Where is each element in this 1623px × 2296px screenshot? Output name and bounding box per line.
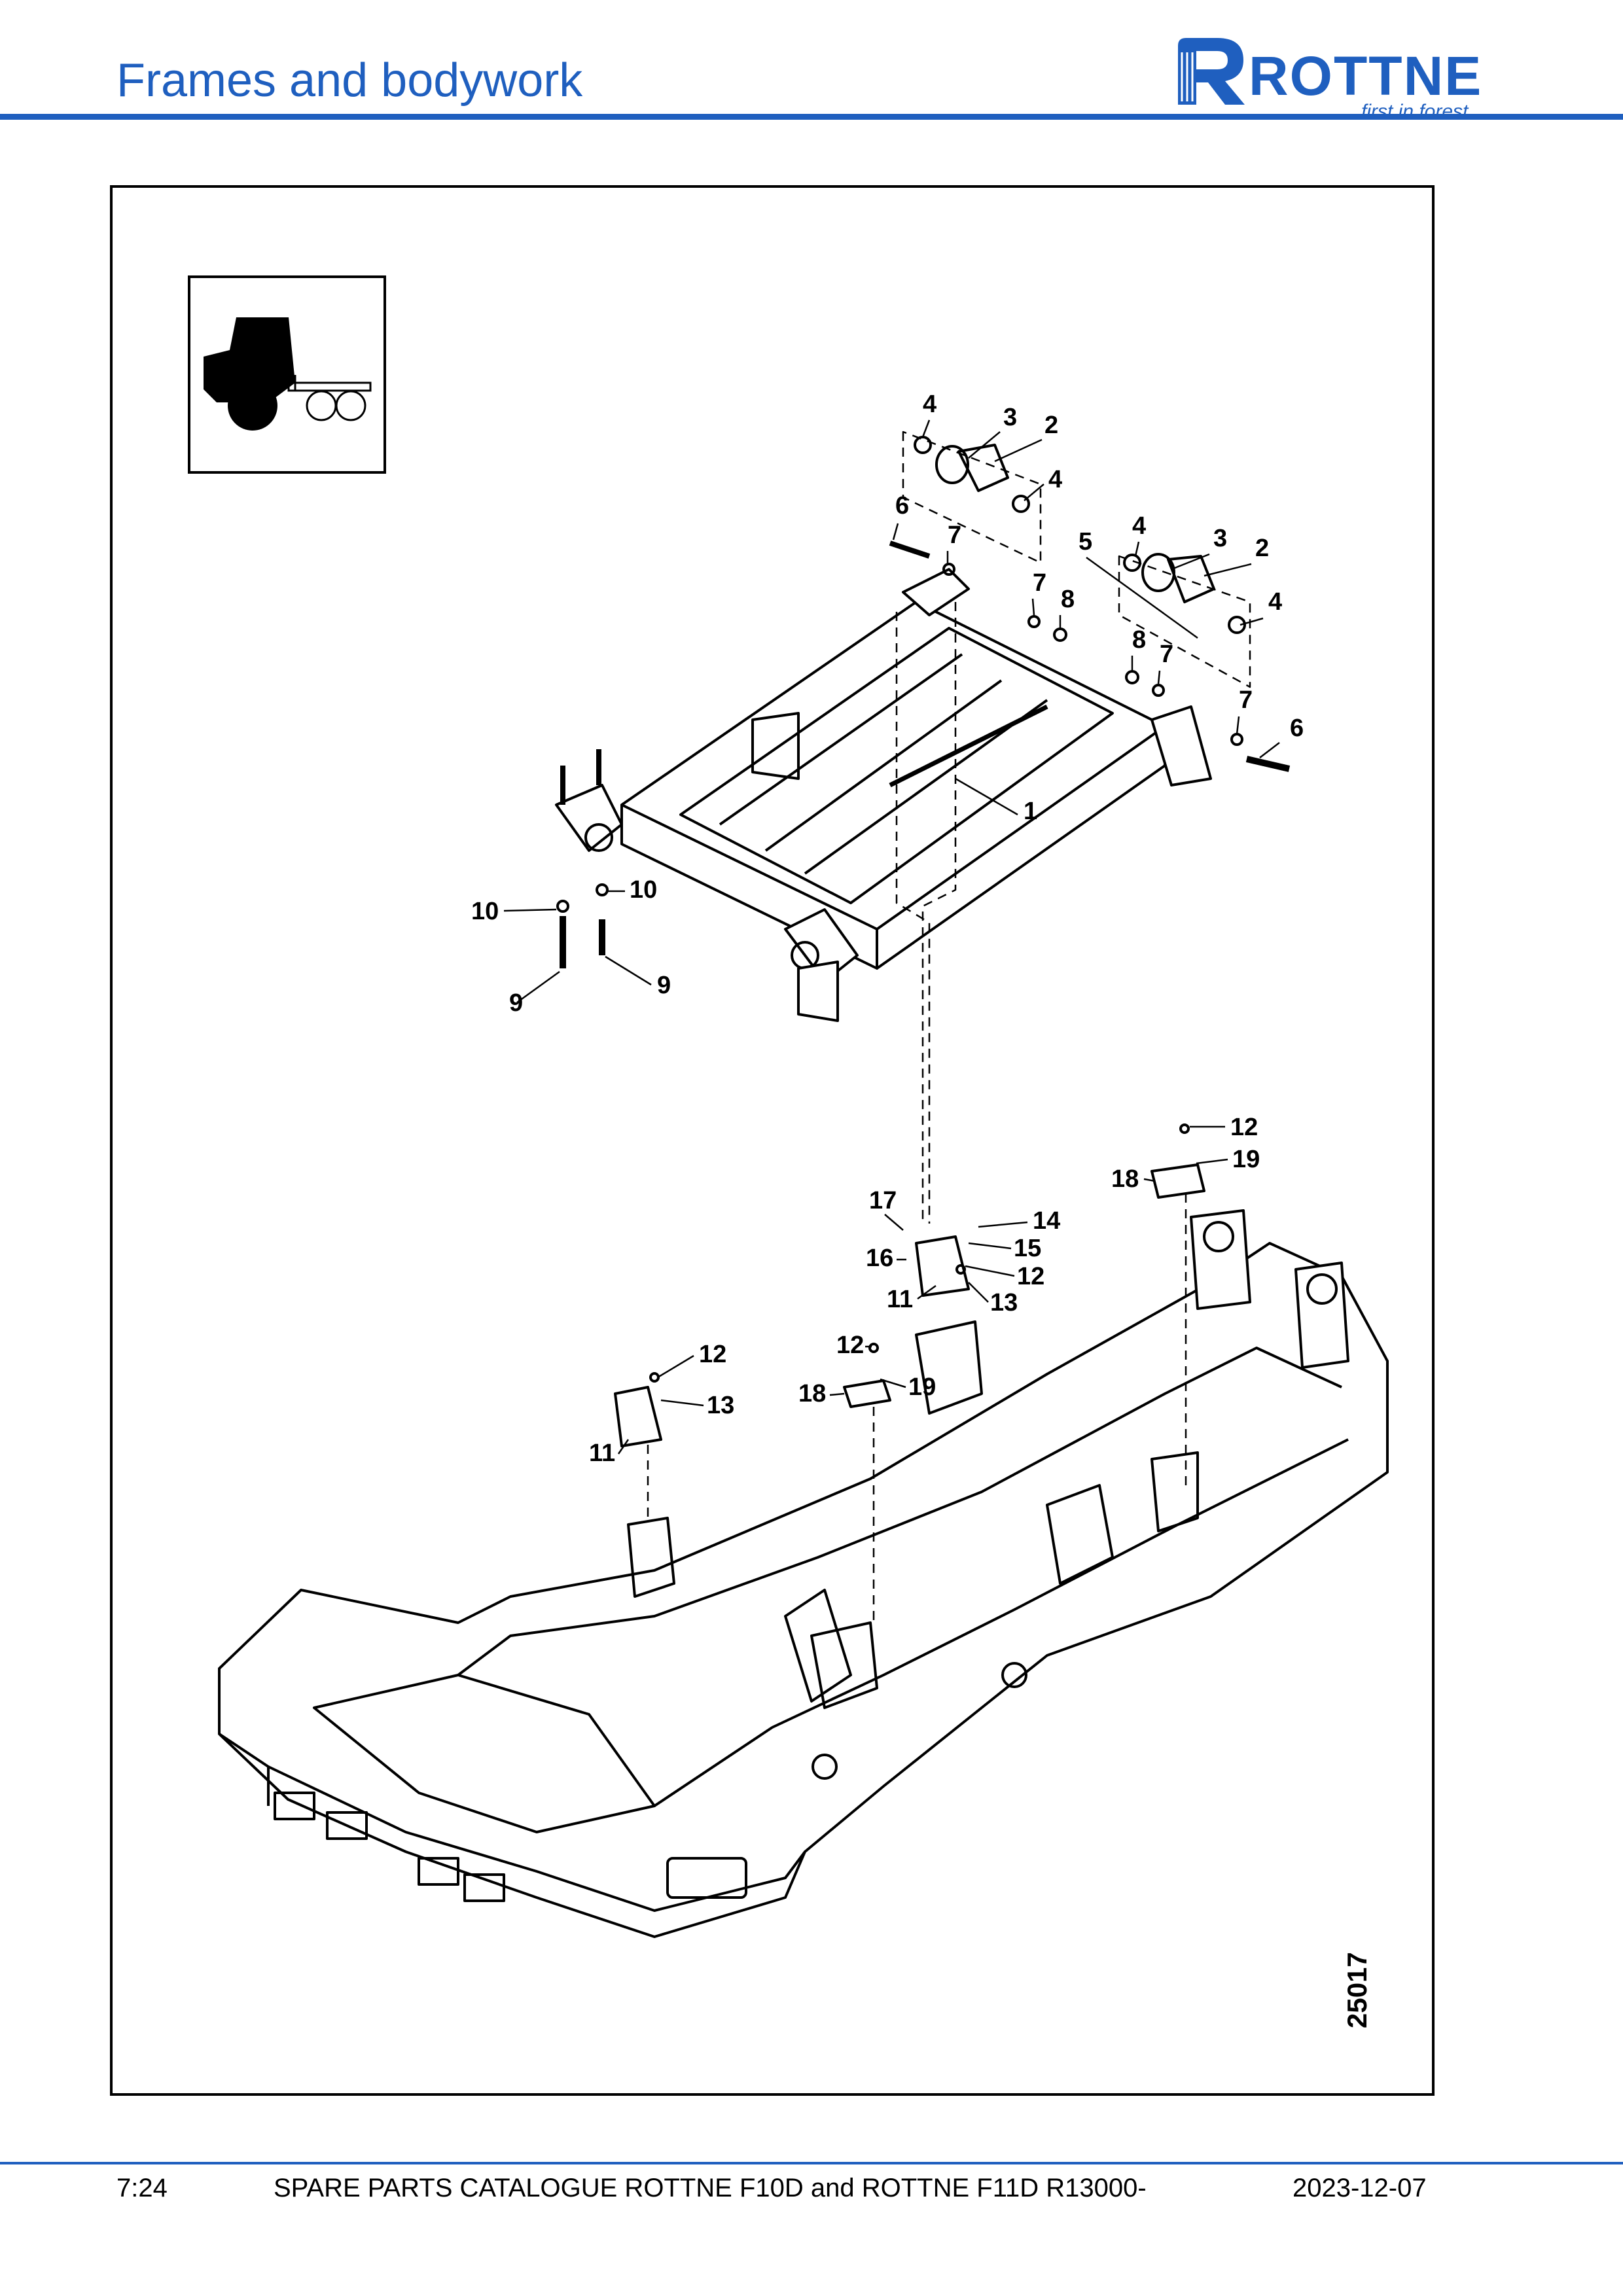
callout-12: 12 xyxy=(1017,1263,1044,1290)
callout-4: 4 xyxy=(1048,466,1062,493)
callout-1: 1 xyxy=(1024,798,1037,825)
callout-3: 3 xyxy=(1003,404,1017,431)
callout-18: 18 xyxy=(1111,1165,1139,1193)
logo-wordmark: ROTTNE xyxy=(1249,45,1483,107)
callout-10: 10 xyxy=(630,876,657,904)
callout-11: 11 xyxy=(887,1286,913,1313)
rottne-r-mark-icon xyxy=(1178,38,1245,105)
callout-13: 13 xyxy=(990,1289,1018,1316)
callout-6: 6 xyxy=(1290,715,1304,742)
callout-12: 12 xyxy=(836,1332,864,1359)
figure-frame xyxy=(110,185,1435,2096)
callout-3: 3 xyxy=(1213,525,1227,552)
callout-9: 9 xyxy=(657,972,671,999)
callout-5: 5 xyxy=(1079,528,1092,556)
callout-18: 18 xyxy=(798,1380,826,1407)
callout-15: 15 xyxy=(1014,1235,1041,1262)
machine-location-thumbnail xyxy=(188,275,386,474)
callout-12: 12 xyxy=(699,1341,726,1368)
callout-17: 17 xyxy=(869,1187,897,1214)
rottne-logo: ROTTNE first in forest xyxy=(1171,33,1512,122)
catalogue-date: 2023-12-07 xyxy=(1293,2174,1427,2202)
catalogue-title: SPARE PARTS CATALOGUE ROTTNE F10D and RO… xyxy=(274,2174,1147,2202)
callout-9: 9 xyxy=(509,989,523,1017)
callout-10: 10 xyxy=(471,898,499,925)
footer-rule xyxy=(0,2162,1623,2164)
forwarder-silhouette-icon xyxy=(204,317,372,431)
callout-8: 8 xyxy=(1132,626,1146,654)
callout-19: 19 xyxy=(1232,1146,1260,1173)
upper-subframe xyxy=(555,568,1212,1022)
leader-lines xyxy=(503,419,1280,1455)
alignment-lines xyxy=(647,431,1251,1623)
callout-14: 14 xyxy=(1033,1207,1060,1235)
callout-7: 7 xyxy=(1033,569,1046,597)
callout-16: 16 xyxy=(866,1245,893,1272)
callout-7: 7 xyxy=(1239,686,1253,714)
callout-8: 8 xyxy=(1061,586,1075,613)
callout-19: 19 xyxy=(908,1373,936,1401)
header-rule xyxy=(0,114,1623,120)
figure-number: 25017 xyxy=(1342,1952,1372,2028)
callout-2: 2 xyxy=(1255,535,1269,562)
callout-4: 4 xyxy=(1268,588,1282,616)
callout-2: 2 xyxy=(1044,412,1058,439)
page-number: 7:24 xyxy=(116,2174,168,2202)
callout-12: 12 xyxy=(1230,1114,1258,1141)
callout-13: 13 xyxy=(707,1392,734,1419)
main-chassis xyxy=(218,1209,1389,1938)
callout-4: 4 xyxy=(923,391,936,418)
page-title: Frames and bodywork xyxy=(116,54,583,107)
callout-6: 6 xyxy=(895,492,909,520)
callout-11: 11 xyxy=(589,1439,615,1467)
callout-7: 7 xyxy=(1160,641,1173,668)
bolts-9-10 xyxy=(556,749,609,968)
mounting-brackets xyxy=(614,1123,1205,1447)
callout-7: 7 xyxy=(948,521,961,549)
callout-4: 4 xyxy=(1132,512,1146,540)
